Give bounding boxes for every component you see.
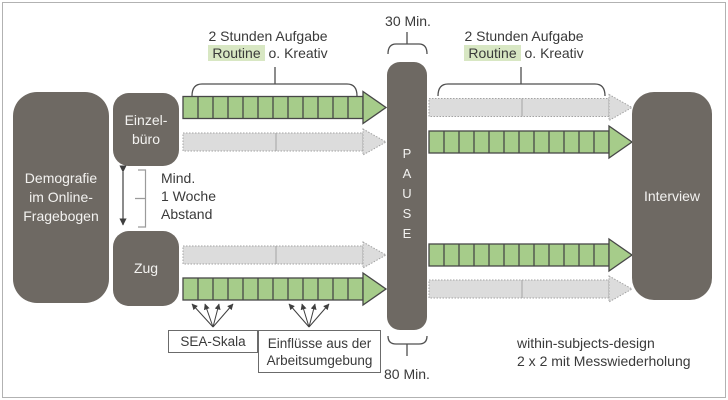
week-gap-label: Mind. 1 Woche Abstand — [161, 170, 216, 222]
task-annotation-left: 2 Stunden Aufgabe Routine o. Kreativ — [178, 28, 358, 61]
task-right-line2: Routine o. Kreativ — [434, 44, 614, 62]
einfluesse-label: Einflüsse aus der Arbeitsumgebung — [266, 335, 373, 368]
demografie-label: Demografie im Online- Fragebogen — [23, 170, 99, 224]
demografie-box: Demografie im Online- Fragebogen — [13, 92, 109, 303]
arrow-einzelbuero-before-pause-gray — [182, 128, 387, 156]
einzelbuero-label: Einzel- büro — [124, 111, 168, 147]
einfluesse-fan-arrow — [288, 303, 310, 328]
routine-highlight: Routine — [464, 44, 521, 61]
pause-duration-top: 30 Min. — [385, 13, 431, 29]
pause-box: PAUSE — [387, 62, 427, 330]
arrow-zug-after-pause-green — [428, 238, 633, 272]
einfluesse-box: Einflüsse aus der Arbeitsumgebung — [258, 330, 381, 373]
task-left-line1: 2 Stunden Aufgabe — [208, 28, 328, 44]
kreativ-label: o. Kreativ — [268, 44, 328, 61]
einfluesse-fan-arrow — [308, 303, 330, 328]
arrow-einzelbuero-before-pause-green — [182, 90, 387, 125]
pause-label: PAUSE — [399, 146, 415, 246]
brace-task-right — [437, 83, 606, 97]
einfluesse-fan-arrow — [300, 303, 310, 328]
task-left-line2: Routine o. Kreativ — [178, 44, 358, 62]
sea-fan-arrow — [212, 303, 221, 328]
arrow-einzelbuero-after-pause-gray — [428, 94, 633, 121]
sea-skala-box: SEA-Skala — [168, 330, 258, 353]
zug-label: Zug — [133, 260, 159, 276]
brace-task-left — [191, 83, 358, 97]
kreativ-label: o. Kreativ — [524, 44, 584, 61]
sea-fan-arrow — [203, 303, 214, 328]
sea-fan-arrow — [191, 303, 214, 328]
arrow-zug-before-pause-green — [182, 272, 387, 306]
arrow-zug-before-pause-gray — [182, 241, 387, 269]
interview-box: Interview — [632, 92, 712, 300]
einzelbuero-box: Einzel- büro — [113, 93, 179, 166]
arrow-zug-after-pause-gray — [428, 275, 633, 303]
interview-label: Interview — [643, 187, 701, 204]
task-right-line1: 2 Stunden Aufgabe — [464, 28, 584, 44]
task-annotation-right: 2 Stunden Aufgabe Routine o. Kreativ — [434, 28, 614, 61]
sea-fan-arrow — [212, 303, 234, 328]
design-note: within-subjects-design 2 x 2 mit Messwie… — [517, 335, 691, 369]
einfluesse-fan-arrow — [308, 303, 317, 328]
zug-box: Zug — [113, 231, 179, 306]
pause-duration-bottom: 80 Min. — [384, 366, 430, 382]
bracket-30min — [387, 32, 428, 55]
arrow-einzelbuero-after-pause-green — [428, 125, 633, 159]
week-gap-bracket — [135, 169, 147, 228]
routine-highlight: Routine — [208, 44, 265, 61]
bracket-80min — [387, 335, 428, 356]
sea-skala-label: SEA-Skala — [180, 334, 246, 349]
